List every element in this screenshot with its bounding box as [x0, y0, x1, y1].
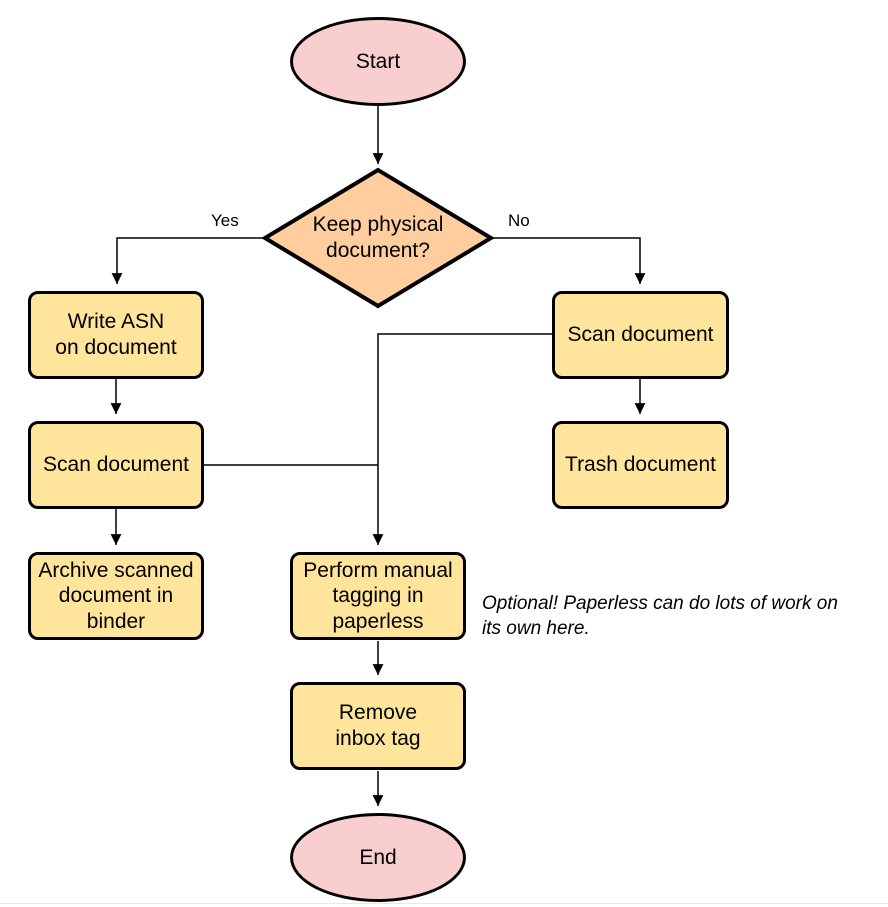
edge-decision-yes-to-write-asn: [111, 237, 266, 284]
node-start: Start: [290, 17, 466, 106]
edge-decision-no-to-scan-right: [490, 237, 646, 284]
annotation-optional-note: Optional! Paperless can do lots of work …: [482, 593, 838, 639]
bottom-edge-line: [0, 903, 888, 904]
edge-scan-right-to-tagging: [372, 333, 552, 545]
edge-label-no: No: [508, 211, 530, 230]
node-decision-label: Keep physical document?: [312, 213, 444, 262]
node-archive-in-binder: Archive scanned document in binder: [28, 552, 204, 640]
decision-diamond-shape: [261, 167, 495, 309]
node-trash-document: Trash document: [552, 421, 729, 509]
node-write-asn: Write ASN on document: [28, 291, 204, 379]
node-scan-document-left: Scan document: [28, 421, 204, 509]
node-manual-tagging: Perform manual tagging in paperless: [290, 552, 466, 640]
node-end: End: [290, 813, 466, 902]
node-scan-document-right: Scan document: [552, 291, 729, 379]
edge-label-yes: Yes: [211, 211, 239, 230]
node-remove-inbox-tag: Remove inbox tag: [290, 682, 466, 770]
